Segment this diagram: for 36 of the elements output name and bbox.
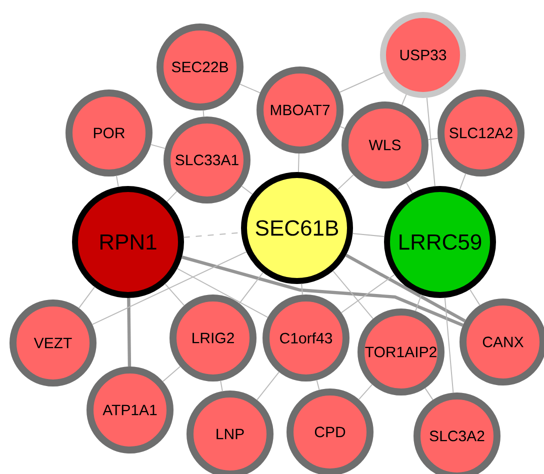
interaction-line	[444, 297, 454, 394]
interaction-line	[301, 283, 303, 296]
interaction-line	[116, 175, 119, 188]
interaction-line	[337, 174, 354, 190]
interaction-line	[127, 298, 132, 367]
interaction-line	[358, 384, 373, 400]
interaction-line	[340, 274, 395, 314]
interaction-line	[220, 380, 223, 392]
interaction-line	[162, 366, 181, 382]
interaction-line	[164, 283, 185, 306]
interaction-line	[406, 182, 413, 194]
interaction-line	[298, 152, 300, 172]
interaction-line	[401, 94, 407, 106]
interaction-line	[459, 173, 466, 190]
interaction-line	[415, 294, 422, 312]
interaction-line	[78, 286, 96, 309]
interaction-line	[238, 272, 264, 304]
interaction-line	[202, 110, 204, 118]
interaction-line	[176, 268, 268, 318]
interaction-line	[345, 254, 466, 322]
interaction-line	[150, 144, 166, 149]
interaction-line	[92, 251, 247, 325]
interaction-line	[339, 72, 384, 93]
interaction-line	[166, 190, 178, 202]
interaction-line	[316, 380, 320, 390]
interaction-line	[332, 270, 374, 320]
interaction-line	[256, 372, 280, 400]
interaction-line	[241, 186, 253, 195]
interaction-line	[426, 97, 436, 187]
interaction-line	[340, 126, 346, 129]
interaction-line	[428, 138, 438, 140]
interaction-line	[469, 288, 480, 306]
interaction-line	[182, 256, 464, 327]
interaction-line	[352, 232, 385, 238]
interaction-line	[424, 388, 434, 400]
interaction-line	[239, 84, 261, 94]
